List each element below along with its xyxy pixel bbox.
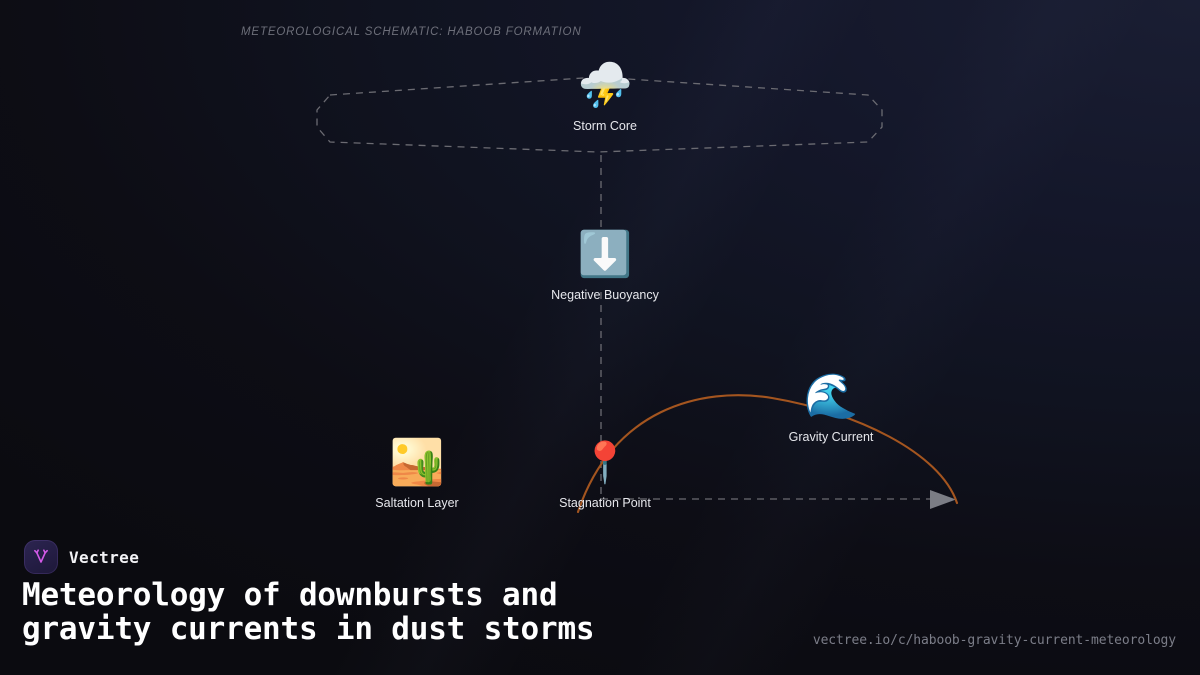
node-negative-buoyancy[interactable]: ⬇️ Negative Buoyancy [510,230,700,303]
vectree-logo [24,540,58,574]
node-saltation-layer[interactable]: 🏜️ Saltation Layer [322,438,512,511]
brand-name: Vectree [69,547,140,567]
water-wave-icon: 🌊 [803,372,859,421]
desert-icon: 🏜️ [389,438,445,487]
node-storm-core[interactable]: ⛈️ Storm Core [510,61,700,134]
vectree-branching-v-icon [34,549,48,563]
brand-row[interactable]: Vectree [24,540,139,574]
round-pushpin-icon: 📍 [580,441,630,485]
outflow-arrowhead-icon [930,490,956,509]
source-url: vectree.io/c/haboob-gravity-current-mete… [812,633,1176,648]
thunder-cloud-rain-icon: ⛈️ [577,61,633,110]
node-stagnation-point[interactable]: 📍 Stagnation Point [510,438,700,510]
footer: Vectree Meteorology of downbursts and gr… [0,535,1200,675]
node-gravity-current[interactable]: 🌊 Gravity Current [736,372,926,445]
node-label-gravity-current: Gravity Current [788,430,874,444]
node-label-saltation-layer: Saltation Layer [375,496,459,510]
schematic-eyebrow-label: METEOROLOGICAL SCHEMATIC: HABOOB FORMATI… [241,26,582,38]
node-label-storm-core: Storm Core [573,119,637,133]
node-label-stagnation-point: Stagnation Point [559,496,651,510]
node-label-negative-buoyancy: Negative Buoyancy [551,288,659,302]
down-arrow-icon: ⬇️ [577,230,633,279]
page-title: Meteorology of downbursts and gravity cu… [22,577,595,647]
